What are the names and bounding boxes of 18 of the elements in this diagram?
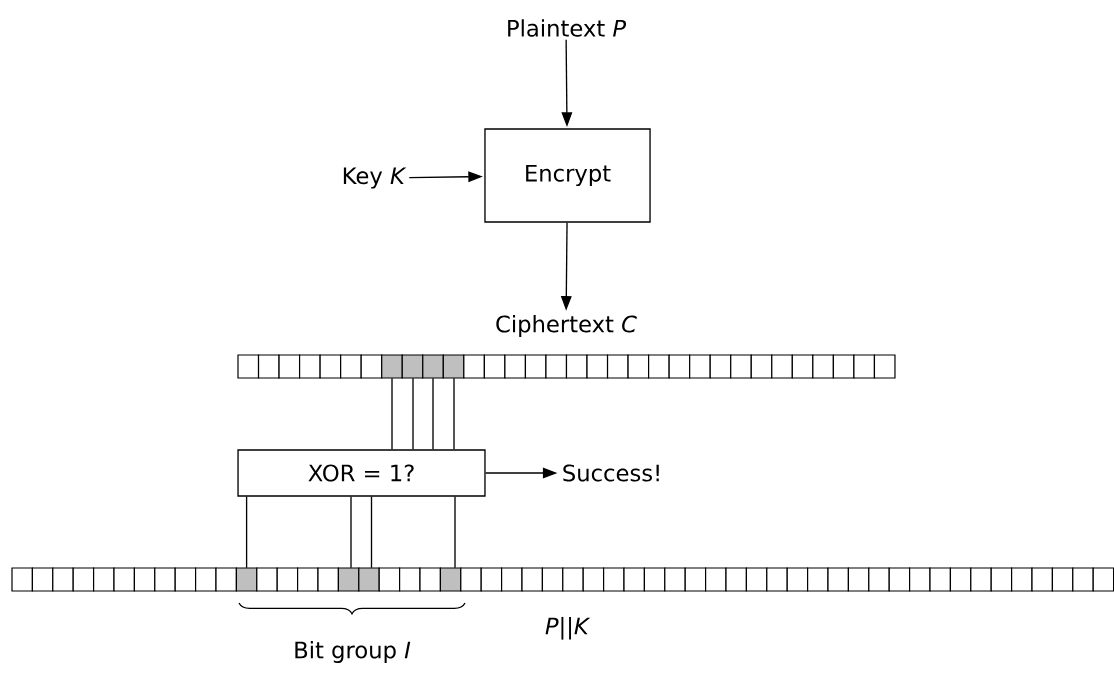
connector-line [454,496,456,569]
process-box: Encrypt [484,128,651,223]
connector-line [245,496,248,569]
text-label: Key K [343,167,407,189]
connector-line [350,496,352,569]
brace-label: Bit group I [295,641,411,663]
xor-box: XOR = 1? [237,449,486,497]
connector-line [370,496,373,569]
connector-line [391,377,393,450]
bit-array [237,354,896,379]
connector-line [453,377,455,450]
text-label: Success! [563,464,659,482]
connector-line [412,377,414,450]
text-label: Plaintext P [508,19,627,37]
bit-array [11,567,1114,592]
connector-line [432,377,434,450]
text-label: Ciphertext C [496,315,637,337]
array-label: P||K [545,616,591,640]
